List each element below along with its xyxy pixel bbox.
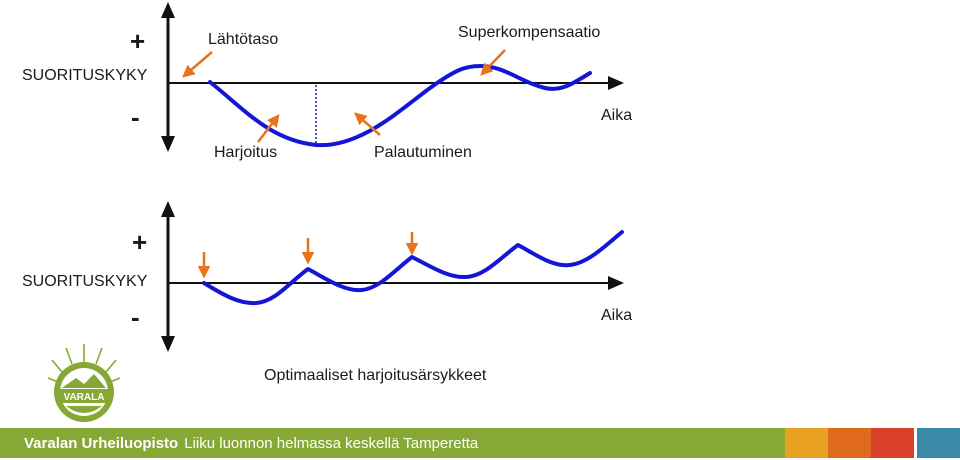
footer-swatch-4	[917, 428, 960, 458]
bottom-vertical-axis-arrow-up	[161, 201, 175, 217]
bottom-diagram	[161, 201, 624, 352]
footer-swatch-1	[785, 428, 828, 458]
top-vertical-axis-arrow-up	[161, 2, 175, 18]
footer-bar: Varalan Urheiluopisto Liiku luonnon helm…	[0, 428, 960, 458]
top-axis-label: SUORITUSKYKY	[22, 67, 148, 84]
bottom-axis-label: SUORITUSKYKY	[22, 273, 148, 290]
footer-swatch-2	[828, 428, 871, 458]
top-time-label: Aika	[601, 107, 633, 124]
supercompensation-label: Superkompensaatio	[458, 24, 601, 41]
footer-swatch-gap	[914, 428, 917, 458]
recovery-label: Palautuminen	[374, 144, 472, 161]
bottom-time-label: Aika	[601, 307, 633, 324]
top-minus-sign: -	[131, 102, 140, 132]
top-performance-curve	[208, 63, 592, 148]
top-diagram	[161, 2, 624, 152]
bottom-vertical-axis-arrow-down	[161, 336, 175, 352]
varala-logo: VARALA	[47, 344, 121, 422]
top-vertical-axis-arrow-down	[161, 136, 175, 152]
bottom-plus-sign: +	[132, 227, 148, 257]
top-time-axis-arrow	[608, 76, 624, 90]
training-label: Harjoitus	[214, 144, 278, 161]
footer-swatch-3	[871, 428, 914, 458]
footer-text-area: Varalan Urheiluopisto Liiku luonnon helm…	[0, 428, 785, 458]
supercompensation-arrow	[480, 49, 506, 76]
footer-brand: Varalan Urheiluopisto	[24, 434, 179, 452]
bottom-minus-sign: -	[131, 302, 140, 332]
baseline-label: Lähtötaso	[208, 31, 279, 48]
top-plus-sign: +	[130, 26, 146, 56]
recovery-arrow	[354, 112, 381, 136]
logo-text: VARALA	[64, 392, 105, 403]
footer-tagline: Liiku luonnon helmassa keskellä Tamperet…	[184, 434, 479, 452]
optimal-stimuli-caption: Optimaaliset harjoitusärsykkeet	[264, 367, 487, 384]
training-arrow	[257, 114, 280, 143]
bottom-time-axis-arrow	[608, 276, 624, 290]
bottom-performance-curve	[202, 230, 624, 306]
baseline-arrow	[182, 51, 213, 78]
